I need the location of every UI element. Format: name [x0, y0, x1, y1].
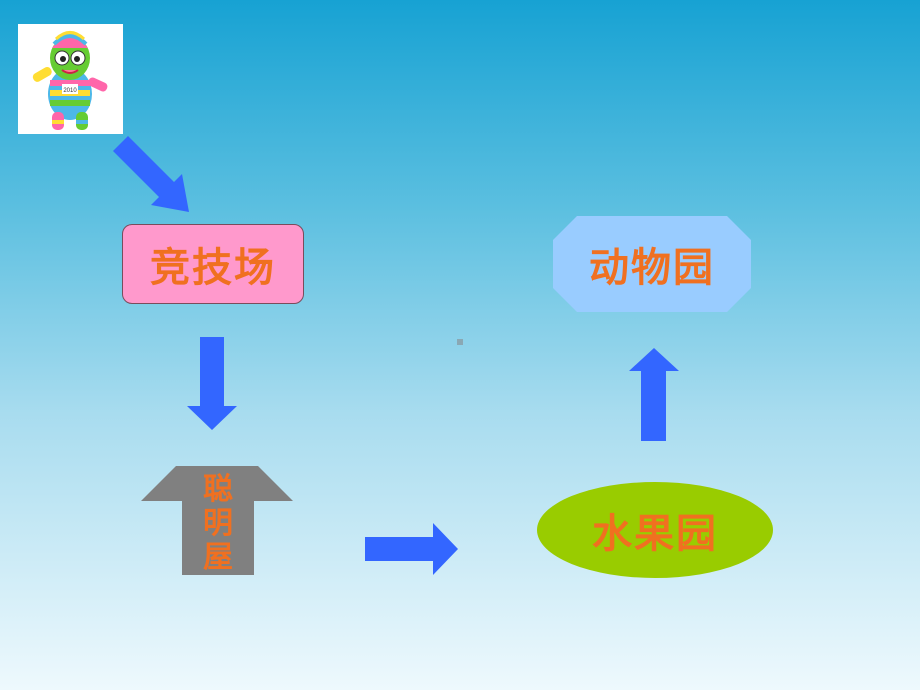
node-shuiguoyuan: 水果园: [537, 482, 773, 578]
shuiguoyuan-shape: [537, 482, 773, 578]
mascot-badge: 2010: [63, 88, 77, 94]
arrow-mascot-to-jingjichang: [113, 136, 189, 212]
node-congmingwu-char-3: 屋: [203, 540, 233, 575]
mascot-image: 2010: [18, 24, 123, 134]
node-dongwuyuan-label: 动物园: [589, 244, 715, 291]
node-congmingwu: 聪 明 屋: [182, 470, 254, 578]
arrow-congmingwu-to-shuiguoyuan: [365, 523, 458, 575]
arrow-jingjichang-to-congmingwu: [187, 337, 237, 430]
node-dongwuyuan: 动物园: [553, 216, 751, 312]
arrow-shuiguoyuan-to-dongwuyuan: [629, 348, 679, 441]
dongwuyuan-shape: [553, 216, 751, 312]
node-congmingwu-char-2: 明: [203, 506, 233, 541]
mascot-icon: 2010: [32, 31, 108, 130]
node-jingjichang: 竞技场: [122, 224, 304, 304]
node-jingjichang-label: 竞技场: [150, 244, 276, 291]
node-congmingwu-char-1: 聪: [203, 472, 233, 507]
center-dot: [457, 339, 463, 345]
congmingwu-house: [141, 466, 293, 575]
node-shuiguoyuan-label: 水果园: [592, 510, 718, 557]
